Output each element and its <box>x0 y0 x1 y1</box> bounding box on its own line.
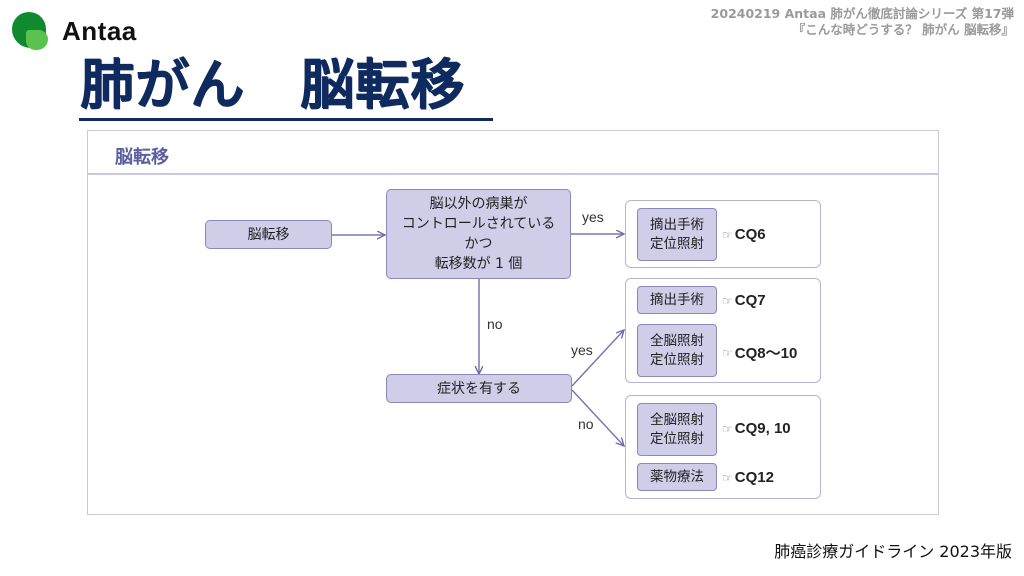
series-line-1: 20240219 Antaa 肺がん徹底討論シリーズ 第17弾 <box>710 6 1014 21</box>
cq-ref-text: CQ9, 10 <box>734 420 791 437</box>
node-brain-metastasis: 脳転移 <box>205 220 332 249</box>
panel-title: 脳転移 <box>115 147 169 168</box>
treatment-box: 全脳照射 定位照射 <box>637 324 717 377</box>
cq-reference: ☞ CQ9, 10 <box>722 420 791 437</box>
cq-reference: ☞ CQ6 <box>722 226 766 243</box>
cq-ref-text: CQ6 <box>734 226 766 243</box>
treatment-box: 薬物療法 <box>637 463 717 491</box>
node-q2-label: 症状を有する <box>437 380 521 397</box>
title-underline <box>79 118 493 121</box>
pointing-hand-icon: ☞ <box>722 470 733 485</box>
pointing-hand-icon: ☞ <box>722 345 733 360</box>
node-question-symptoms: 症状を有する <box>386 374 572 403</box>
node-question-control: 脳以外の病巣が コントロールされている かつ 転移数が 1 個 <box>386 189 571 279</box>
cq-ref-text: CQ7 <box>734 292 766 309</box>
treatment-box: 摘出手術 定位照射 <box>637 208 717 261</box>
cq-reference: ☞ CQ8〜10 <box>722 342 797 363</box>
treatment-line: 定位照射 <box>650 430 704 447</box>
brand-name: Antaa <box>62 15 137 46</box>
source-citation: 肺癌診療ガイドライン 2023年版 <box>774 542 1012 561</box>
cq-ref-text: CQ8〜10 <box>734 345 798 362</box>
q1-line-4: 転移数が 1 個 <box>434 256 523 272</box>
treatment-box: 摘出手術 <box>637 286 717 314</box>
pointing-hand-icon: ☞ <box>722 227 733 242</box>
series-line-2: 『こんな時どうする？ 肺がん 脳転移』 <box>792 22 1014 37</box>
treatment-line: 定位照射 <box>650 351 704 368</box>
treatment-line: 定位照射 <box>650 235 704 252</box>
treatment-line: 全脳照射 <box>650 411 704 428</box>
treatment-line: 摘出手術 <box>650 216 704 233</box>
edge-label-q2-no: no <box>578 416 594 432</box>
treatment-line: 全脳照射 <box>650 332 704 349</box>
slide-title: 肺がん 脳転移 <box>80 53 465 116</box>
edge-label-q2-yes: yes <box>571 342 593 358</box>
edge-label-q1-yes: yes <box>582 209 604 225</box>
cq-reference: ☞ CQ7 <box>722 292 766 309</box>
series-header: 20240219 Antaa 肺がん徹底討論シリーズ 第17弾 『こんな時どうす… <box>711 6 1014 38</box>
q1-line-1: 脳以外の病巣が <box>429 196 528 212</box>
antaa-logo: Antaa <box>12 12 137 50</box>
q1-line-3: かつ <box>464 236 493 252</box>
pointing-hand-icon: ☞ <box>722 421 733 436</box>
treatment-line: 薬物療法 <box>650 468 704 485</box>
node-start-label: 脳転移 <box>247 226 290 243</box>
edge-label-q1-no: no <box>487 316 503 332</box>
cq-reference: ☞ CQ12 <box>722 469 774 486</box>
treatment-box: 全脳照射 定位照射 <box>637 403 717 456</box>
panel-header: 脳転移 <box>88 131 938 175</box>
treatment-line: 摘出手術 <box>650 291 704 308</box>
pointing-hand-icon: ☞ <box>722 293 733 308</box>
q1-line-2: コントロールされている <box>401 216 556 232</box>
cq-ref-text: CQ12 <box>734 469 774 486</box>
antaa-logo-icon <box>12 12 48 50</box>
